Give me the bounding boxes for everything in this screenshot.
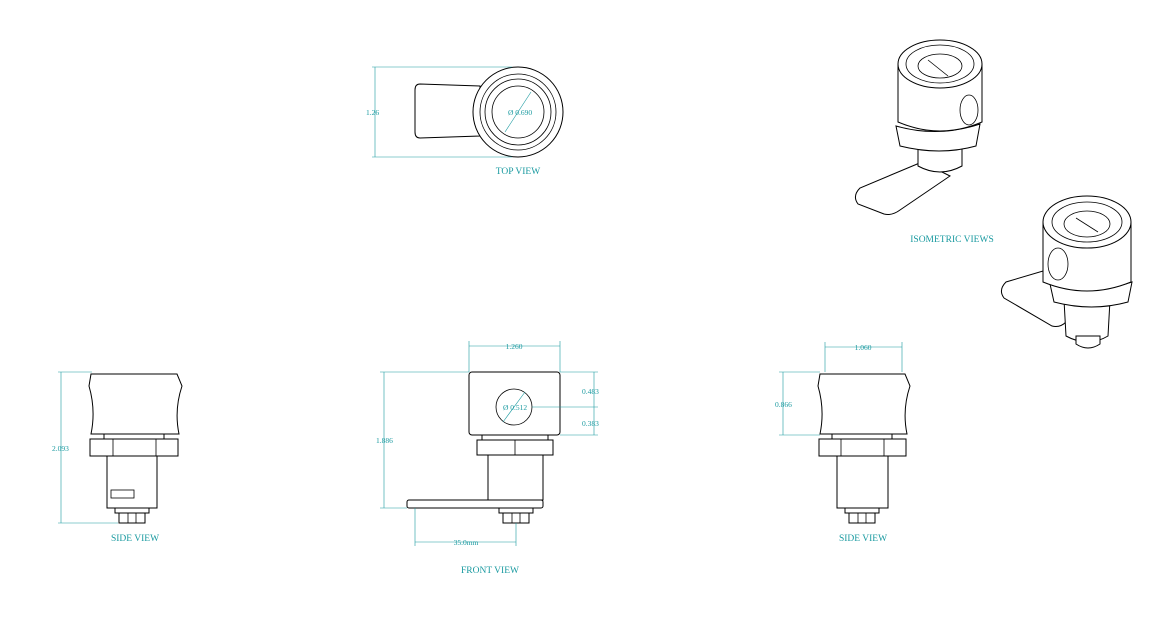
top-diameter-leader [504, 91, 532, 133]
iso1-bore-slot [927, 59, 949, 77]
top-view-label: TOP VIEW [496, 167, 540, 177]
isometric-view-2 [1000, 195, 1133, 349]
iso2-side-hole [1047, 247, 1069, 281]
isometric-view-1 [854, 39, 983, 215]
top-view-inner-ring [479, 73, 557, 151]
front-bottom-nut [502, 512, 530, 524]
side-left-washer [103, 433, 165, 440]
side-left-cam-stub [110, 489, 135, 499]
cam-length-value: 35.0mm [454, 538, 479, 547]
top-view-inner-ring-2 [484, 78, 552, 146]
side-right-shaft [836, 455, 889, 509]
side-left-shaft [106, 455, 158, 509]
side-right-hex-nut [818, 438, 907, 457]
iso2-top-face [1042, 195, 1132, 249]
front-hole-diameter-value: Ø 0.512 [503, 403, 527, 412]
front-hole-bottom-value: 0.383 [582, 419, 599, 428]
side-right-washer [831, 433, 893, 440]
iso2-bottom-nut [1075, 335, 1101, 349]
iso2-top-rim [1051, 201, 1123, 243]
iso1-top-bore [917, 53, 963, 79]
iso2-bore-slot [1075, 217, 1099, 233]
side-right-body [817, 373, 911, 435]
top-view-cam-arm [414, 83, 481, 139]
side-view-right-label: SIDE VIEW [839, 534, 887, 544]
iso1-top-rim [905, 44, 975, 84]
side-right-width-value: 1.060 [855, 343, 872, 352]
front-view: Ø 0.512 1.260 1.886 0.483 0.383 35.0mm F… [376, 341, 599, 576]
top-view-bore [491, 85, 545, 139]
side-right-height-value: 0.866 [775, 400, 792, 409]
front-width-value: 1.260 [506, 342, 523, 351]
front-shaft [487, 454, 544, 501]
top-diameter-value: Ø 0.690 [508, 108, 532, 117]
front-washer [481, 434, 549, 441]
iso1-top-face [897, 39, 983, 89]
top-height-value: 1.26 [366, 108, 379, 117]
front-hole-leader [502, 391, 526, 423]
side-view-left: 2.093 SIDE VIEW [52, 371, 183, 544]
isometric-views-label: ISOMETRIC VIEWS [910, 235, 993, 245]
front-cam-arm [406, 499, 544, 509]
side-right-bottom-washer [844, 507, 880, 514]
side-left-bottom-nut [118, 512, 146, 524]
front-view-label: FRONT VIEW [461, 566, 519, 576]
iso1-hex-nut [895, 123, 981, 152]
side-right-bottom-nut [848, 512, 876, 524]
front-bottom-washer [498, 507, 534, 514]
top-view: Ø 0.690 1.26 TOP VIEW [366, 66, 564, 177]
side-view-right: 1.060 0.866 SIDE VIEW [775, 342, 911, 544]
front-hole-top-value: 0.483 [582, 387, 599, 396]
side-left-height-value: 2.093 [52, 444, 69, 453]
side-left-body [88, 373, 183, 435]
iso2-top-bore [1063, 210, 1111, 238]
side-view-left-label: SIDE VIEW [111, 534, 159, 544]
side-left-bottom-washer [114, 507, 150, 514]
iso1-cam-arm [854, 161, 951, 215]
front-height-value: 1.886 [376, 436, 393, 445]
side-left-hex-nut [89, 438, 179, 457]
iso1-side-hole [959, 94, 979, 126]
